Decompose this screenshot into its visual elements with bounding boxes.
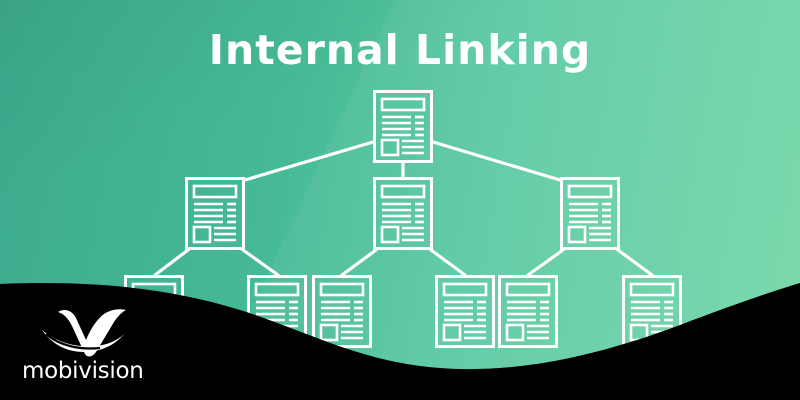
banner-title: Internal Linking xyxy=(208,26,592,74)
mobivision-logo[interactable]: mobivision xyxy=(22,302,162,392)
connector-lines xyxy=(153,140,654,277)
mobivision-v-logo-icon xyxy=(42,309,126,357)
brand-name: mobivision xyxy=(22,358,144,384)
